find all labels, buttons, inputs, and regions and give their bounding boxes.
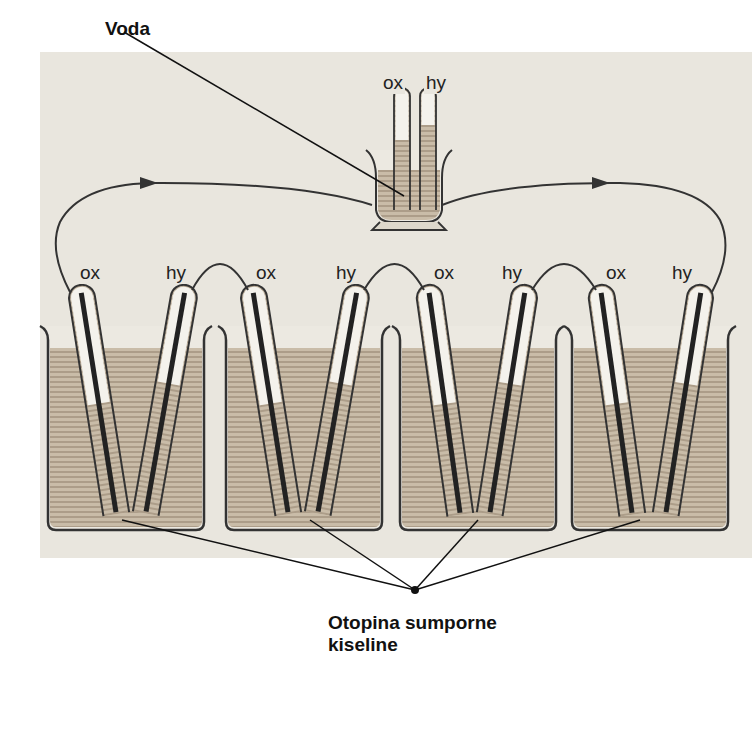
tube-label: ox [381, 72, 405, 94]
tube-label: hy [500, 262, 524, 284]
tube-label: hy [164, 262, 188, 284]
tube-label: ox [254, 262, 278, 284]
tube-label: ox [604, 262, 628, 284]
tube-label: hy [670, 262, 694, 284]
tube-label: ox [78, 262, 102, 284]
tube-label: hy [424, 72, 448, 94]
callout-label: Otopina sumporne kiseline [326, 612, 520, 656]
callout-label: Voda [103, 18, 152, 40]
tube-label: hy [334, 262, 358, 284]
tube-label: ox [432, 262, 456, 284]
